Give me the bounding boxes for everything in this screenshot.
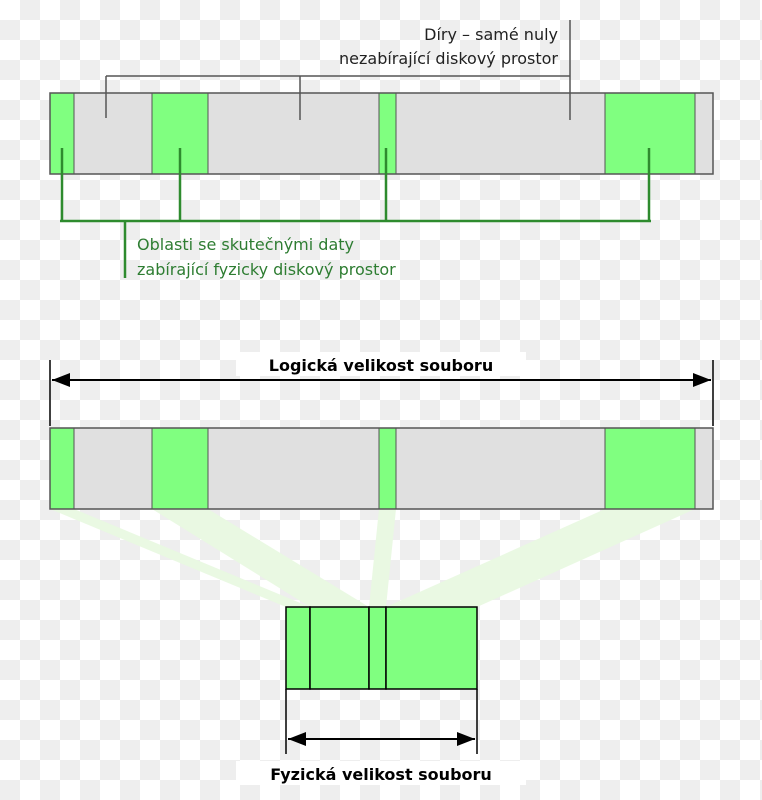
middle-file-bar <box>49 427 714 510</box>
projection-wedges <box>50 509 695 607</box>
physical-size-label: Fyzická velikost souboru <box>270 765 492 784</box>
middle-data-region-4 <box>604 427 696 510</box>
middle-data-region-3 <box>378 427 397 510</box>
middle-data-region-1 <box>49 427 75 510</box>
top-data-region-3 <box>378 92 397 175</box>
data-leader-lines <box>60 148 651 278</box>
physical-file-block <box>285 606 478 690</box>
data-label-line2: zabírající fyzicky diskový prostor <box>137 260 396 279</box>
logical-size-label: Logická velikost souboru <box>269 356 493 375</box>
middle-data-region-2 <box>151 427 209 510</box>
physical-segment-1 <box>285 606 311 690</box>
data-label-line1: Oblasti se skutečnými daty <box>137 235 354 254</box>
holes-label-line1: Díry – samé nuly <box>424 25 558 44</box>
physical-segment-2 <box>309 606 370 690</box>
logical-size-dimension: Logická velikost souboru <box>49 352 714 426</box>
physical-size-dimension: Fyzická velikost souboru <box>236 689 526 785</box>
top-bar-outline <box>49 92 714 175</box>
holes-label-line2: nezabírající diskový prostor <box>339 49 558 68</box>
holes-leader-lines <box>105 20 571 120</box>
physical-segment-4 <box>385 606 478 690</box>
middle-bar-outline <box>49 427 714 510</box>
physical-segment-3 <box>368 606 387 690</box>
top-file-bar <box>49 92 714 175</box>
